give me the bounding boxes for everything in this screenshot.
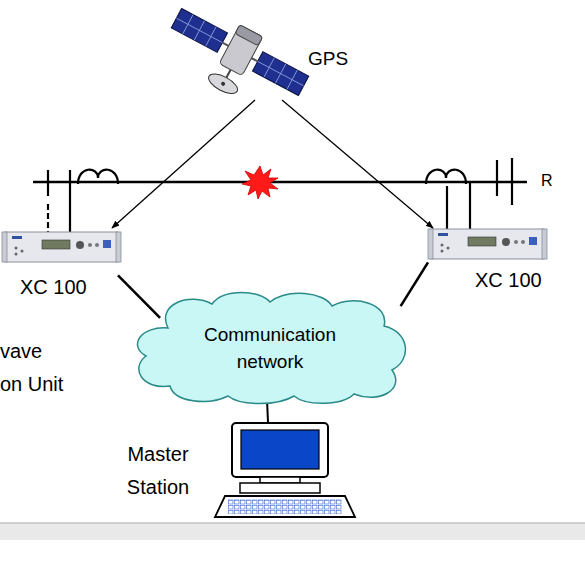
link-line	[266, 403, 269, 423]
link-line	[118, 275, 160, 317]
xc100-unit	[428, 229, 547, 259]
fault-star	[242, 166, 278, 199]
footer-line	[0, 522, 585, 524]
node-label: GPS	[308, 48, 348, 70]
xc100-unit	[2, 232, 121, 262]
gps-satellite	[156, 0, 315, 124]
node-label: XC 100	[475, 269, 542, 292]
cloud-node: Communication network	[128, 290, 412, 405]
device-node: XC 100	[5, 228, 118, 301]
power-line	[33, 181, 527, 184]
phase-label: R	[541, 172, 553, 190]
footer-band	[0, 523, 585, 540]
device-node: XC 100	[428, 228, 550, 294]
link-line	[401, 262, 428, 306]
signal-arrow	[112, 100, 255, 228]
signal-arrow	[282, 100, 433, 228]
node-label: Communication network	[185, 321, 355, 375]
computer-node: Master Station	[118, 420, 355, 520]
cut-off-text: vave	[0, 340, 42, 363]
cloud-shape	[128, 290, 412, 405]
node-label: XC 100	[20, 276, 87, 299]
current-transformer	[426, 158, 512, 230]
satellite-node: GPS	[170, 0, 350, 100]
current-transformer	[48, 170, 118, 232]
computer-icon	[215, 423, 355, 517]
cut-off-text: on Unit	[0, 373, 63, 396]
node-label: Master Station	[118, 438, 198, 504]
